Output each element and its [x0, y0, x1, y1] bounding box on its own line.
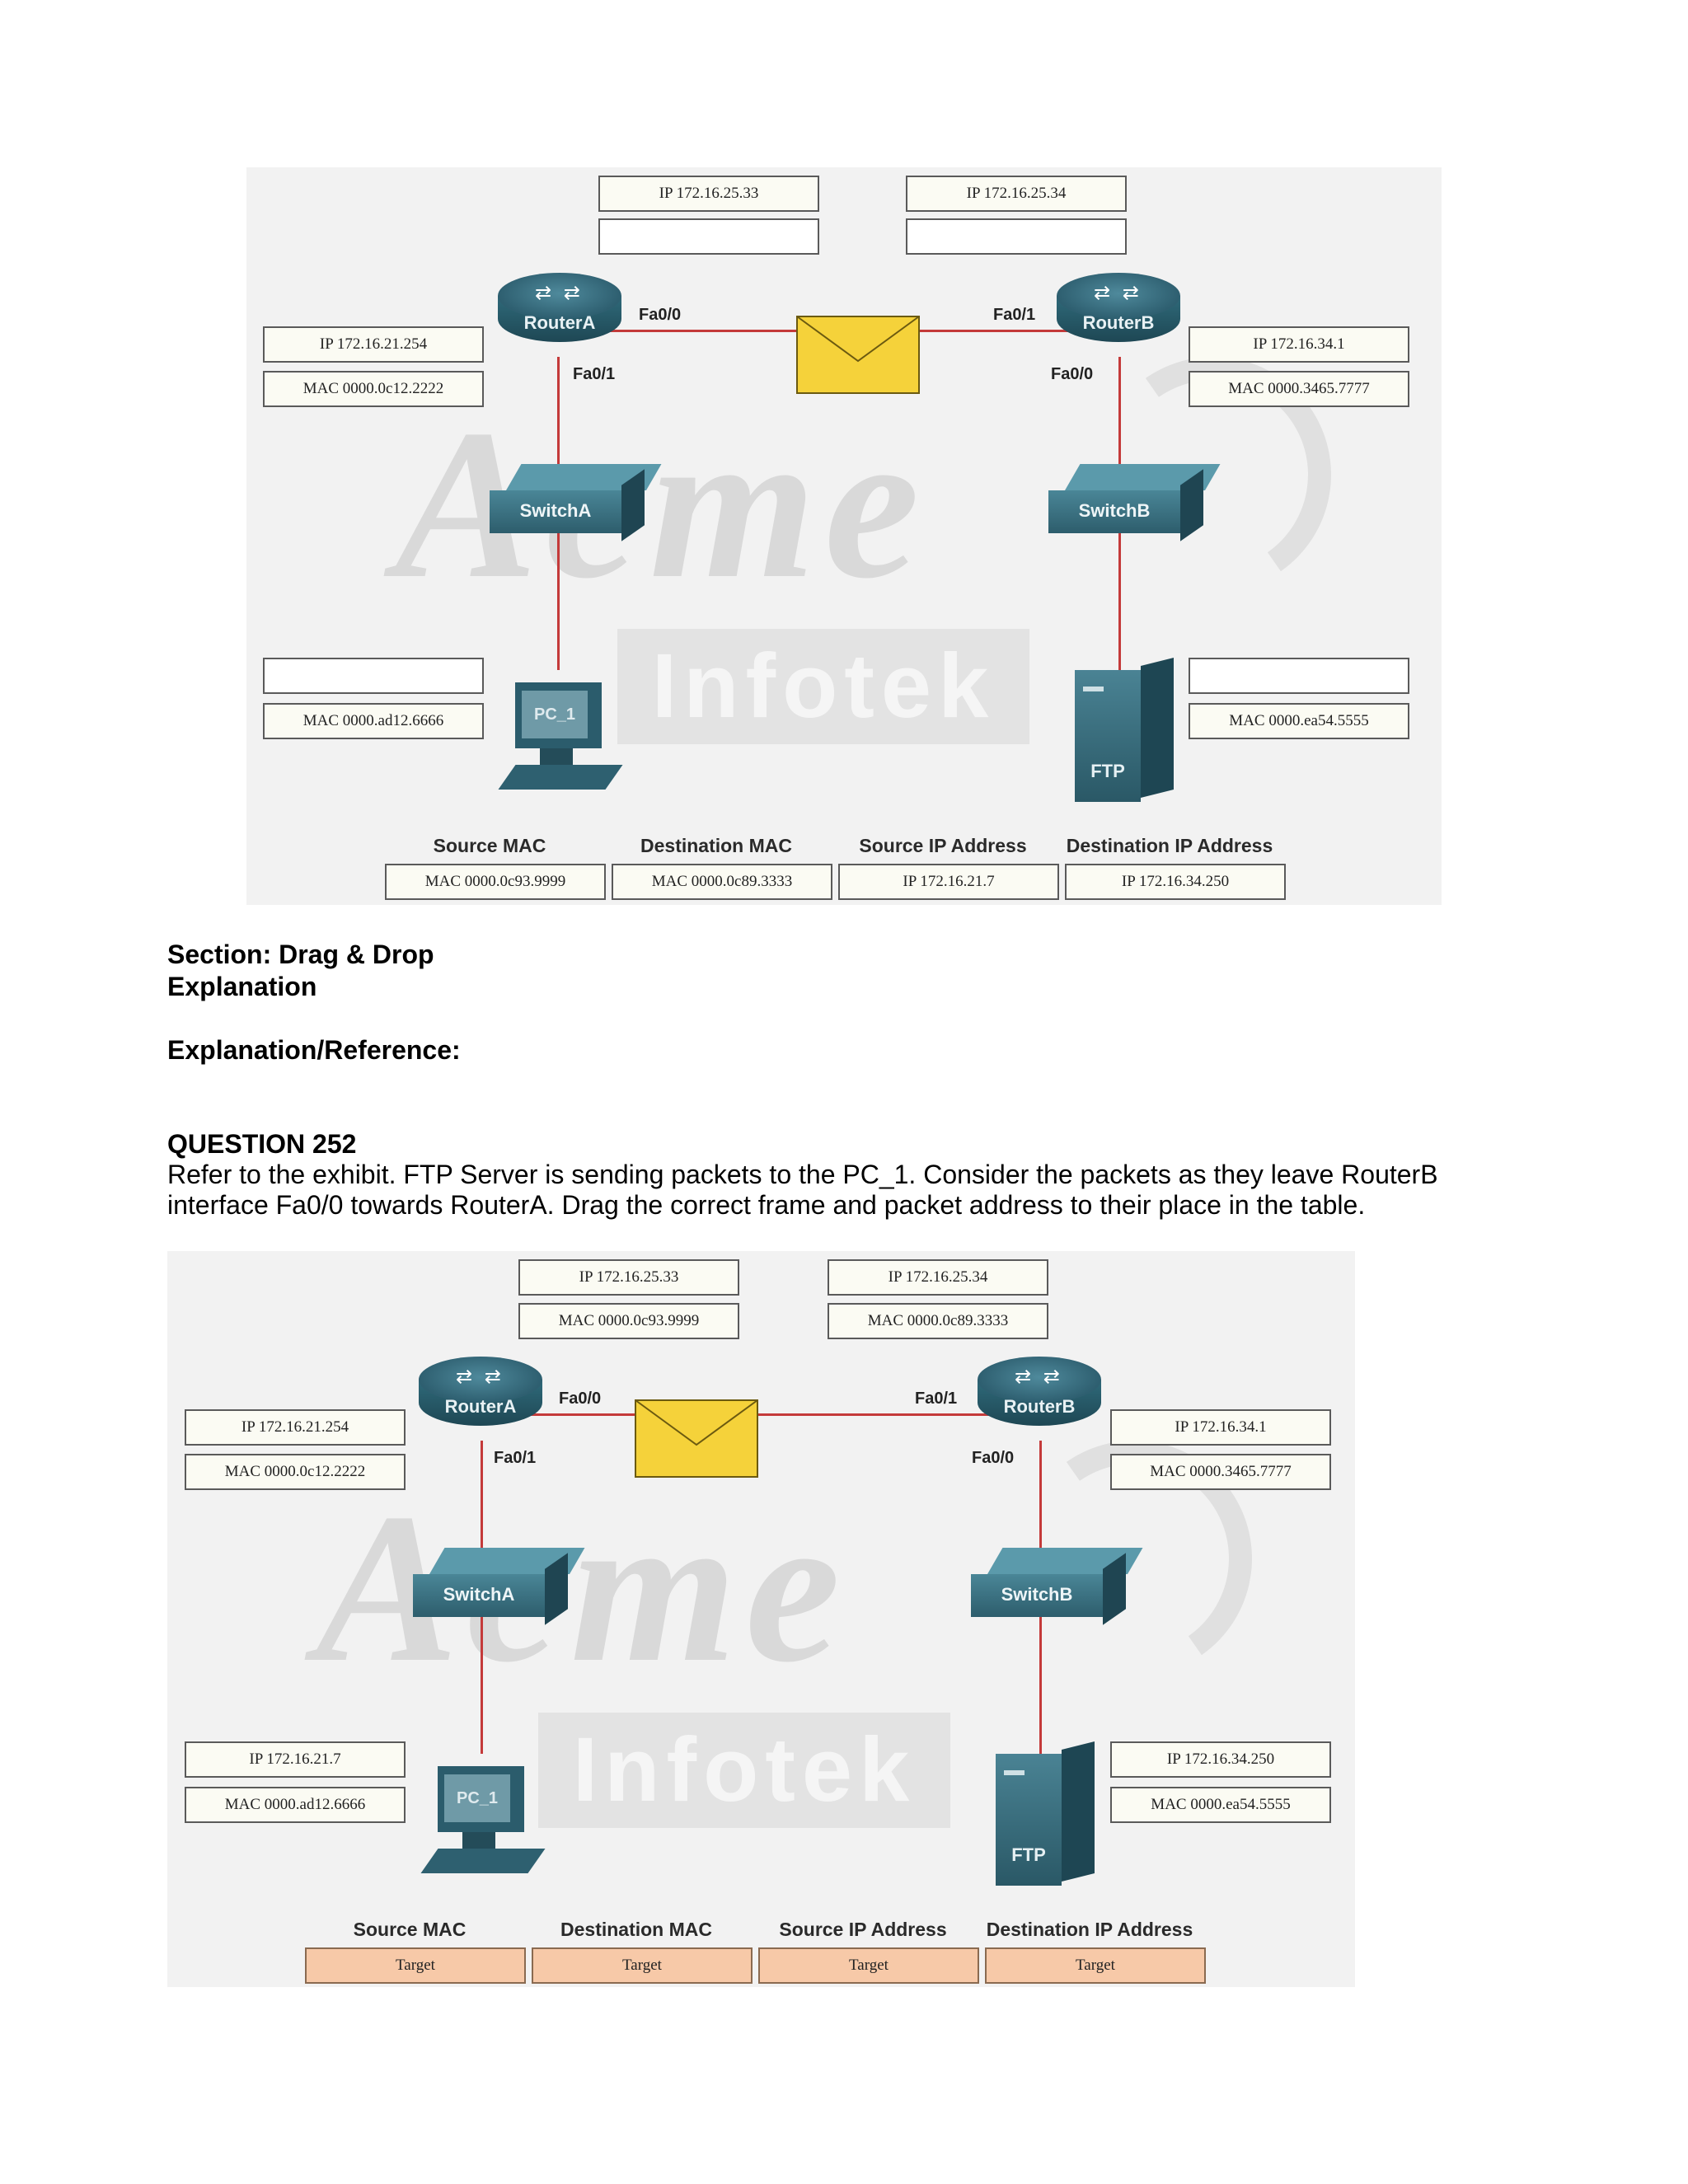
switchA-label: SwitchA: [443, 1584, 515, 1605]
pc-ip-slot[interactable]: [263, 658, 484, 694]
routerA-fa00-label: Fa0/0: [639, 306, 682, 324]
switchA-label: SwitchA: [519, 500, 592, 521]
pc-icon: PC_1: [420, 1766, 546, 1886]
routerA-icon: ⇄ ⇄ RouterA: [419, 1357, 542, 1447]
envelope-icon: [635, 1399, 758, 1478]
answer-source-ip: IP 172.16.21.7: [838, 864, 1059, 900]
routerA-lan-mac: MAC 0000.0c12.2222: [185, 1454, 406, 1490]
switchA-icon: SwitchA: [413, 1548, 585, 1625]
answer-source-mac: MAC 0000.0c93.9999: [385, 864, 606, 900]
col-header-source-ip: Source IP Address: [859, 835, 1027, 856]
pc-icon: PC_1: [498, 682, 623, 802]
col-header-source-mac: Source MAC: [433, 835, 546, 856]
routerA-wan-ip: IP 172.16.25.33: [598, 176, 819, 212]
routerB-lan-ip: IP 172.16.34.1: [1110, 1409, 1331, 1446]
envelope-icon: [796, 316, 920, 394]
exhibit-2: Acme Infotek IP 172.16.25.33 MAC 0000.0c…: [167, 1251, 1355, 1987]
switchA-icon: SwitchA: [490, 464, 662, 541]
explanation-reference-heading: Explanation/Reference:: [167, 1035, 461, 1065]
routerB-fa01-label: Fa0/1: [915, 1390, 958, 1408]
routerA-lan-ip: IP 172.16.21.254: [185, 1409, 406, 1446]
routerA-wan-mac: MAC 0000.0c93.9999: [518, 1303, 739, 1339]
routerB-label: RouterB: [1082, 312, 1155, 333]
routerB-wan-mac-slot[interactable]: [906, 218, 1127, 255]
pc-label: PC_1: [522, 691, 588, 738]
question-text-line-1: Refer to the exhibit. FTP Server is send…: [167, 1160, 1438, 1189]
watermark-infotek: Infotek: [538, 1713, 950, 1828]
col-header-destination-ip: Destination IP Address: [986, 1919, 1193, 1940]
pc-ip: IP 172.16.21.7: [185, 1741, 406, 1778]
routerB-fa01-label: Fa0/1: [993, 306, 1036, 324]
switchB-icon: SwitchB: [1048, 464, 1221, 541]
section-heading: Section: Drag & Drop: [167, 940, 434, 969]
routerA-label: RouterA: [444, 1396, 517, 1417]
ftp-ip-slot[interactable]: [1189, 658, 1409, 694]
ftp-mac: MAC 0000.ea54.5555: [1189, 703, 1409, 739]
routerA-fa01-label: Fa0/1: [494, 1449, 537, 1467]
ftp-label: FTP: [1011, 1844, 1046, 1865]
col-header-destination-ip: Destination IP Address: [1066, 835, 1273, 856]
routerB-lan-mac: MAC 0000.3465.7777: [1189, 371, 1409, 407]
target-destination-mac[interactable]: Target: [532, 1947, 753, 1984]
ftp-mac: MAC 0000.ea54.5555: [1110, 1787, 1331, 1823]
question-number: QUESTION 252: [167, 1129, 357, 1159]
watermark-acme: Acme: [316, 1469, 849, 1707]
ftp-server-icon: FTP: [1075, 658, 1174, 802]
question-text-line-2: interface Fa0/0 towards RouterA. Drag th…: [167, 1190, 1366, 1220]
routerB-icon: ⇄ ⇄ RouterB: [1057, 273, 1180, 363]
routerB-fa00-label: Fa0/0: [1051, 365, 1094, 383]
switchB-label: SwitchB: [1001, 1584, 1073, 1605]
exhibit-1: Acme Infotek IP 172.16.25.33 IP 172.16.2…: [246, 167, 1442, 905]
watermark-acme: Acme: [395, 386, 928, 623]
answer-destination-mac: MAC 0000.0c89.3333: [612, 864, 832, 900]
target-source-ip[interactable]: Target: [758, 1947, 979, 1984]
ftp-label: FTP: [1090, 761, 1125, 781]
routerA-lan-ip: IP 172.16.21.254: [263, 326, 484, 363]
routerB-label: RouterB: [1003, 1396, 1076, 1417]
routerB-icon: ⇄ ⇄ RouterB: [978, 1357, 1101, 1447]
ftp-ip: IP 172.16.34.250: [1110, 1741, 1331, 1778]
routerA-icon: ⇄ ⇄ RouterA: [498, 273, 621, 363]
pc-label: PC_1: [444, 1774, 510, 1822]
routerB-lan-mac: MAC 0000.3465.7777: [1110, 1454, 1331, 1490]
routerA-wan-mac-slot[interactable]: [598, 218, 819, 255]
routerA-lan-mac: MAC 0000.0c12.2222: [263, 371, 484, 407]
answer-destination-ip: IP 172.16.34.250: [1065, 864, 1286, 900]
explanation-heading: Explanation: [167, 972, 317, 1001]
switchB-label: SwitchB: [1078, 500, 1151, 521]
routerB-lan-ip: IP 172.16.34.1: [1189, 326, 1409, 363]
routerA-fa00-label: Fa0/0: [559, 1390, 602, 1408]
switchB-icon: SwitchB: [971, 1548, 1143, 1625]
watermark-infotek: Infotek: [617, 629, 1029, 744]
routerA-fa01-label: Fa0/1: [573, 365, 616, 383]
col-header-destination-mac: Destination MAC: [640, 835, 792, 856]
col-header-source-mac: Source MAC: [353, 1919, 467, 1940]
pc-mac: MAC 0000.ad12.6666: [263, 703, 484, 739]
col-header-destination-mac: Destination MAC: [560, 1919, 712, 1940]
pc-mac: MAC 0000.ad12.6666: [185, 1787, 406, 1823]
routerA-wan-ip: IP 172.16.25.33: [518, 1259, 739, 1296]
routerB-wan-mac: MAC 0000.0c89.3333: [828, 1303, 1048, 1339]
routerA-label: RouterA: [523, 312, 596, 333]
routerB-wan-ip: IP 172.16.25.34: [906, 176, 1127, 212]
ftp-server-icon: FTP: [996, 1741, 1095, 1886]
col-header-source-ip: Source IP Address: [779, 1919, 947, 1940]
routerB-wan-ip: IP 172.16.25.34: [828, 1259, 1048, 1296]
target-source-mac[interactable]: Target: [305, 1947, 526, 1984]
target-destination-ip[interactable]: Target: [985, 1947, 1206, 1984]
routerB-fa00-label: Fa0/0: [972, 1449, 1015, 1467]
